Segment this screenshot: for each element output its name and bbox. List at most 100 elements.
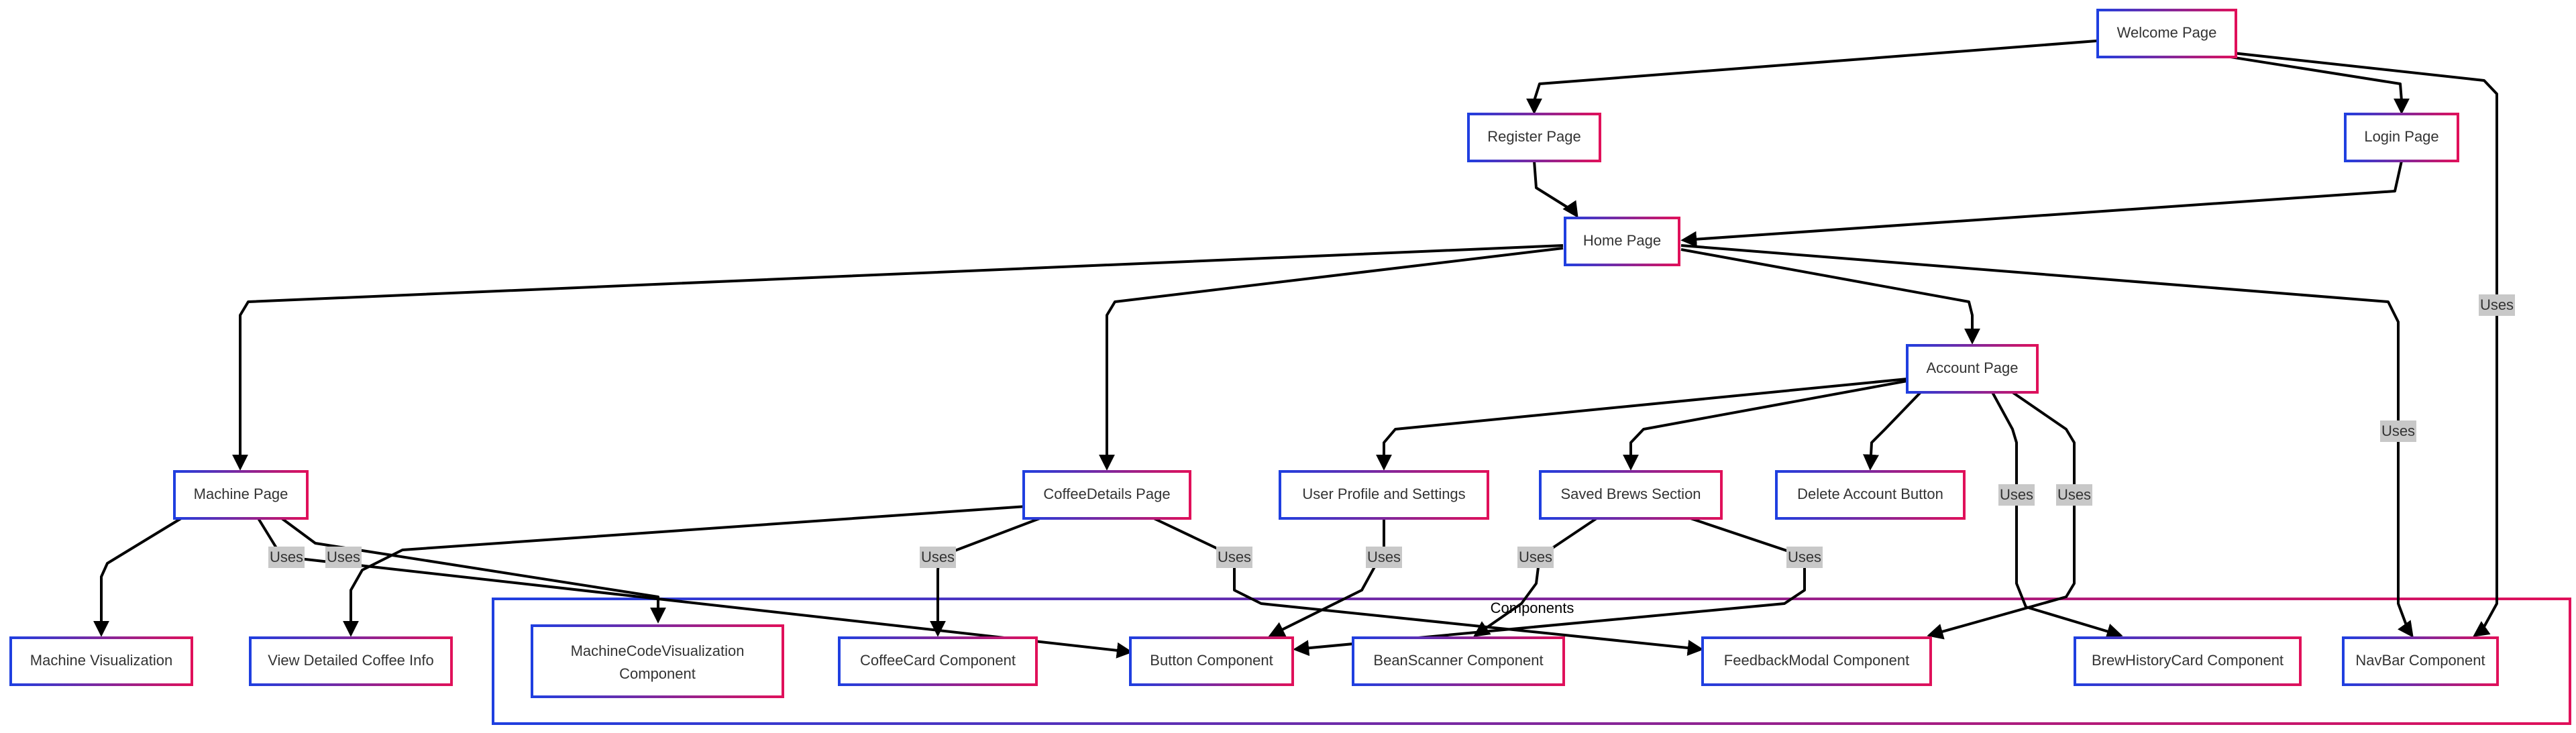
edge-label-profile-to-button: Uses [1366, 547, 1402, 568]
node-label-beanscanner: BeanScanner Component [1373, 652, 1543, 669]
edge-savedbrews-to-beanscanner [1473, 517, 1598, 637]
edge-label-savedbrews-to-beanscanner: Uses [1517, 547, 1554, 568]
edge-home-to-account [1680, 248, 1980, 345]
node-viewdetailed: View Detailed Coffee Info [249, 636, 453, 686]
node-box-feedbackmodal [1701, 636, 1932, 686]
edge-machine-to-machinevis [93, 517, 182, 637]
edge-label-welcome-to-navbar: Uses [2479, 294, 2515, 316]
node-box-viewdetailed [249, 636, 453, 686]
svg-text:Uses: Uses [921, 549, 955, 565]
edge-label-machine-to-button: Uses [268, 547, 305, 568]
svg-text:Uses: Uses [1519, 549, 1552, 565]
node-label-profile: User Profile and Settings [1302, 486, 1465, 502]
node-box-account [1906, 344, 2039, 394]
node-box-coffeedetails [1022, 470, 1191, 520]
node-savedbrews: Saved Brews Section [1539, 470, 1723, 520]
node-label-navbar: NavBar Component [2355, 652, 2485, 669]
node-label-welcome: Welcome Page [2117, 24, 2217, 41]
edge-account-to-savedbrews [1623, 380, 1908, 471]
node-box-beanscanner [1352, 636, 1565, 686]
node-box-machinevis [9, 636, 193, 686]
node-feedbackmodal: FeedbackModal Component [1701, 636, 1932, 686]
node-navbar: NavBar Component [2342, 636, 2499, 686]
svg-text:Uses: Uses [1788, 549, 1821, 565]
node-login: Login Page [2344, 113, 2459, 162]
edge-profile-to-button [1268, 518, 1385, 637]
svg-text:Uses: Uses [327, 549, 360, 565]
cluster-components-box [492, 598, 2571, 725]
edge-coffeedetails-to-viewdetailed [343, 505, 1027, 637]
edge-home-to-navbar [1680, 244, 2414, 638]
node-label-button: Button Component [1150, 652, 1273, 669]
edge-label-coffeedetails-to-feedbackmodal: Uses [1216, 547, 1252, 568]
node-label-feedbackmodal: FeedbackModal Component [1724, 652, 1909, 669]
node-box-machine [173, 470, 309, 520]
node-box-home [1564, 217, 1680, 266]
node-label-brewhistory: BrewHistoryCard Component [2092, 652, 2284, 669]
edge-home-to-machine [232, 244, 1564, 471]
node-deleteaccount: Delete Account Button [1775, 470, 1966, 520]
node-beanscanner: BeanScanner Component [1352, 636, 1565, 686]
node-machine: Machine Page [173, 470, 309, 520]
edge-savedbrews-to-button [1293, 517, 1806, 657]
node-coffeecard: CoffeeCard Component [838, 636, 1038, 686]
node-label-viewdetailed: View Detailed Coffee Info [268, 652, 433, 669]
node-label-account: Account Page [1927, 359, 2019, 376]
node-button: Button Component [1129, 636, 1294, 686]
node-machinevis: Machine Visualization [9, 636, 193, 686]
node-box-brewhistory [2074, 636, 2302, 686]
edge-label-machine-to-machinecodevis: Uses [325, 547, 362, 568]
node-account: Account Page [1906, 344, 2039, 394]
node-label-machinevis: Machine Visualization [30, 652, 172, 669]
node-home: Home Page [1564, 217, 1680, 266]
node-box-navbar [2342, 636, 2499, 686]
edge-account-to-profile [1376, 378, 1908, 471]
node-label-machine: Machine Page [194, 486, 288, 502]
edge-welcome-to-login [2141, 42, 2410, 115]
edge-account-to-deleteaccount [1863, 391, 1922, 471]
edge-coffeedetails-to-coffeecard [930, 517, 1040, 637]
node-box-register [1467, 113, 1601, 162]
edge-account-to-feedbackmodal [1927, 391, 2076, 640]
edge-login-to-home [1680, 160, 2403, 247]
svg-text:Uses: Uses [1218, 549, 1251, 565]
node-box-savedbrews [1539, 470, 1723, 520]
node-register: Register Page [1467, 113, 1601, 162]
svg-text:Uses: Uses [2000, 486, 2033, 503]
node-box-login [2344, 113, 2459, 162]
svg-text:Uses: Uses [2480, 296, 2514, 313]
node-label-machinecodevis: MachineCodeVisualization ComponentMachin… [571, 642, 745, 682]
node-label-savedbrews: Saved Brews Section [1560, 486, 1701, 502]
edge-account-to-brewhistory [1991, 392, 2123, 639]
node-box-machinecodevis [531, 624, 784, 698]
node-machinecodevis: MachineCodeVisualization ComponentMachin… [531, 624, 784, 698]
node-label-login: Login Page [2364, 128, 2438, 145]
node-box-profile [1279, 470, 1489, 520]
node-coffeedetails: CoffeeDetails Page [1022, 470, 1191, 520]
node-label-coffeedetails: CoffeeDetails Page [1043, 486, 1170, 502]
node-welcome: Welcome Page [2096, 9, 2237, 58]
svg-text:Uses: Uses [1367, 549, 1401, 565]
svg-text:Uses: Uses [2381, 422, 2415, 439]
cluster-components-label: Components [1491, 600, 1574, 616]
node-box-welcome [2096, 9, 2237, 58]
node-label-deleteaccount: Delete Account Button [1797, 486, 1943, 502]
node-box-deleteaccount [1775, 470, 1966, 520]
edge-label-account-to-feedbackmodal: Uses [2056, 484, 2092, 506]
node-label-coffeecard: CoffeeCard Component [860, 652, 1016, 669]
edge-label-account-to-brewhistory: Uses [1998, 484, 2035, 506]
edge-coffeedetails-to-feedbackmodal [1153, 517, 1704, 656]
edge-register-to-home [1533, 160, 1578, 218]
svg-text:Uses: Uses [2057, 486, 2091, 503]
edge-home-to-coffeedetails [1099, 247, 1564, 471]
edge-label-coffeedetails-to-coffeecard: Uses [920, 547, 956, 568]
node-box-coffeecard [838, 636, 1038, 686]
edge-label-home-to-navbar: Uses [2380, 420, 2416, 442]
svg-text:Uses: Uses [270, 549, 303, 565]
node-label-home: Home Page [1583, 232, 1661, 249]
node-box-button [1129, 636, 1294, 686]
node-profile: User Profile and Settings [1279, 470, 1489, 520]
edge-machine-to-machinecodevis [280, 517, 666, 624]
node-label-register: Register Page [1487, 128, 1580, 145]
